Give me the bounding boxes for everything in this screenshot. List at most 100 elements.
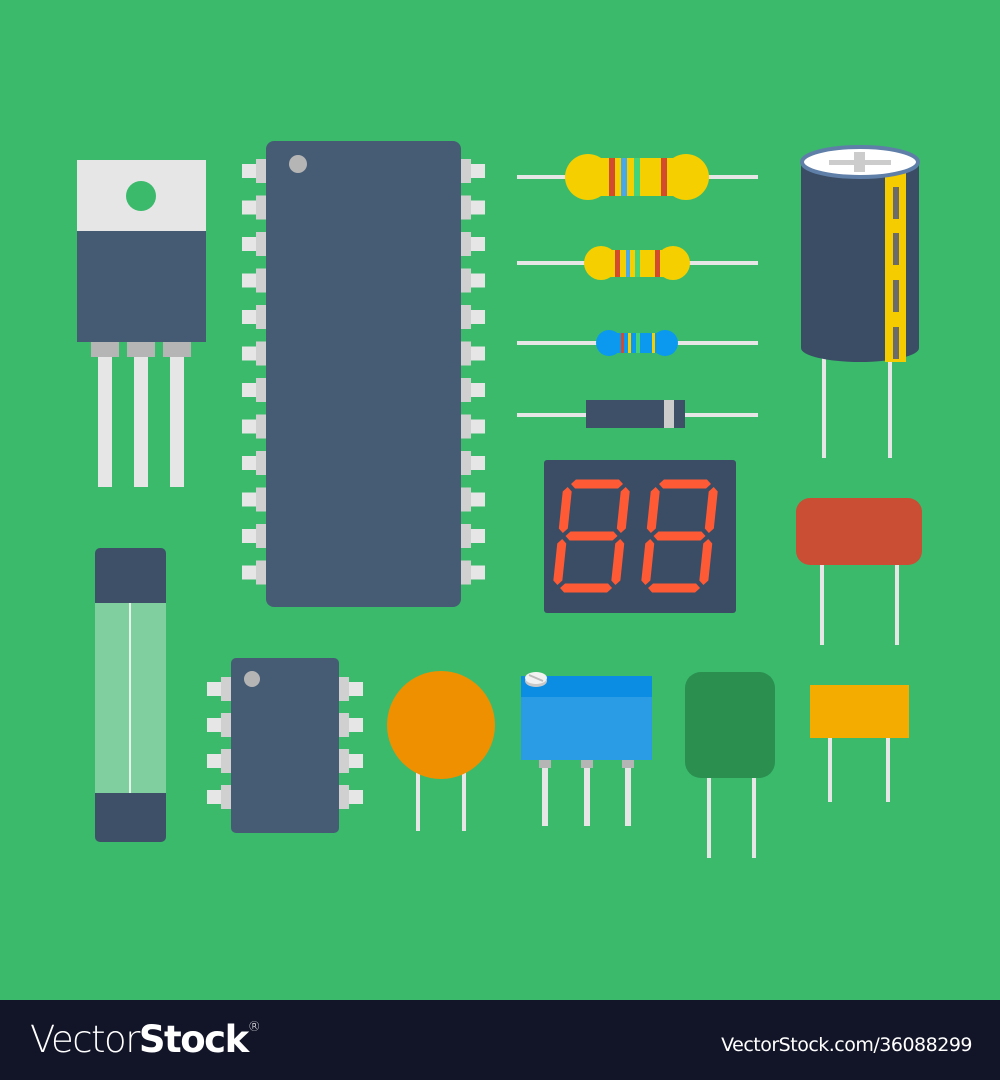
- ic-pin-tip: [349, 790, 363, 804]
- ic-pin-tip: [471, 492, 485, 507]
- ic-pin-tip: [242, 383, 256, 397]
- logo-bold-text: Stock: [138, 1018, 249, 1061]
- integrated-circuit-24-pin: [242, 141, 485, 607]
- ic-pin-tip: [471, 565, 485, 580]
- ic-pin-tip: [242, 419, 256, 434]
- display-segment: [699, 539, 713, 585]
- ic-pin: [339, 785, 349, 809]
- ic-pin-tip: [242, 456, 256, 470]
- ic-pin-tip: [471, 383, 485, 397]
- image-url: VectorStock.com/36088299: [721, 1034, 972, 1056]
- ic-pin-tip: [471, 529, 485, 543]
- display-digit: [553, 479, 630, 593]
- ic-pin: [256, 560, 266, 585]
- ic-pin-tip: [207, 718, 221, 732]
- display-segment: [553, 539, 567, 585]
- ic-pin: [461, 341, 471, 366]
- resistor-small: [517, 330, 758, 356]
- resistor-medium: [517, 246, 758, 280]
- ic-pin: [461, 414, 471, 439]
- ic-pin-tip: [242, 310, 256, 324]
- ic-pin: [256, 159, 266, 183]
- ic-pin: [256, 232, 266, 256]
- display-segment: [659, 479, 711, 489]
- ic-pin-tip: [242, 164, 256, 178]
- ic-pin-tip: [242, 565, 256, 580]
- ic-pin: [256, 414, 266, 439]
- ic-pin: [256, 487, 266, 512]
- glass-fuse: [95, 548, 166, 842]
- ic-pin: [221, 713, 231, 737]
- ic-pin: [256, 451, 266, 475]
- ic-pin-tip: [242, 200, 256, 215]
- ic-pin: [461, 487, 471, 512]
- box-capacitor-yellow: [810, 685, 909, 802]
- ic-pin: [339, 713, 349, 737]
- display-segment: [704, 487, 718, 533]
- ic-pin-tip: [471, 237, 485, 251]
- display-segment: [616, 487, 630, 533]
- ic-pin-tip: [471, 164, 485, 178]
- ceramic-capacitor: [387, 671, 495, 831]
- ic-pin-tip: [207, 682, 221, 696]
- ic-pin: [461, 560, 471, 585]
- ic-pin-tip: [471, 346, 485, 361]
- ic-pin-tip: [242, 346, 256, 361]
- voltage-regulator-transistor: [77, 160, 206, 487]
- display-segment: [565, 531, 618, 541]
- ic-pin-tip: [471, 273, 485, 288]
- display-segment: [560, 583, 613, 593]
- ic-pin: [221, 677, 231, 701]
- watermark-bar: VectorStock® VectorStock.com/36088299: [0, 1000, 1000, 1080]
- ic-pin: [461, 451, 471, 475]
- registered-mark: ®: [247, 1020, 261, 1035]
- ic-pin-tip: [242, 237, 256, 251]
- resistor-large: [517, 154, 758, 200]
- display-segment: [571, 479, 623, 489]
- ic-pin: [221, 749, 231, 773]
- ic-pin: [461, 195, 471, 220]
- box-capacitor-green: [685, 672, 775, 858]
- ic-pin-tip: [242, 273, 256, 288]
- ic-pin: [256, 341, 266, 366]
- display-segment: [611, 539, 625, 585]
- display-digit: [641, 479, 718, 593]
- display-segment: [646, 487, 660, 533]
- ic-pin: [256, 305, 266, 329]
- diode: [517, 400, 758, 428]
- ic-pin-tip: [471, 310, 485, 324]
- ic-pin: [461, 524, 471, 548]
- ic-pin: [461, 232, 471, 256]
- display-segment: [648, 583, 701, 593]
- display-segment: [641, 539, 655, 585]
- ic-pin-tip: [242, 492, 256, 507]
- ic-pin: [256, 378, 266, 402]
- ic-pin: [461, 159, 471, 183]
- ic-pin-tip: [242, 529, 256, 543]
- ic-pin-tip: [207, 754, 221, 768]
- ic-pin: [256, 268, 266, 293]
- ic-pin-tip: [471, 419, 485, 434]
- ic-pin-tip: [349, 682, 363, 696]
- integrated-circuit-8-pin: [207, 658, 363, 833]
- ic-pin: [221, 785, 231, 809]
- seven-segment-display: [544, 460, 736, 613]
- ic-pin-tip: [349, 718, 363, 732]
- display-segment: [558, 487, 572, 533]
- ic-pin-tip: [471, 200, 485, 215]
- vectorstock-logo: VectorStock®: [30, 1018, 261, 1061]
- electronic-components-illustration: [77, 141, 922, 858]
- ic-pin: [339, 749, 349, 773]
- electrolytic-capacitor: [800, 145, 920, 458]
- ic-pin-tip: [207, 790, 221, 804]
- ic-pin: [461, 378, 471, 402]
- film-capacitor-red: [796, 498, 922, 645]
- display-segment: [653, 531, 706, 541]
- trimmer-potentiometer: [521, 672, 652, 826]
- ic-pin: [256, 195, 266, 220]
- ic-pin-tip: [349, 754, 363, 768]
- ic-pin: [461, 305, 471, 329]
- ic-pin-tip: [471, 456, 485, 470]
- ic-pin: [339, 677, 349, 701]
- logo-light-text: Vector: [30, 1018, 140, 1061]
